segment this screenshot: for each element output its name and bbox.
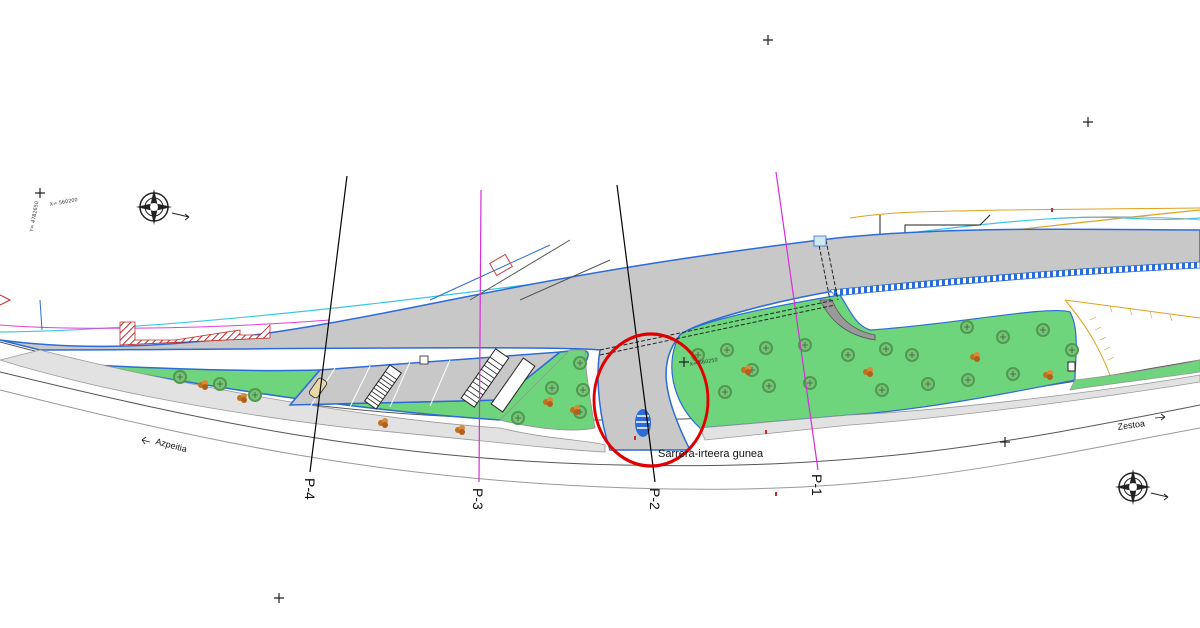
parked-car-icon (308, 377, 328, 399)
entrance-exit-highlight (592, 332, 710, 468)
grid-cross-icon (34, 187, 46, 199)
ramp-lines (1064, 299, 1200, 376)
svg-text:Zestoa: Zestoa (1117, 418, 1146, 432)
direction-left: Azpeitia (141, 436, 188, 454)
profile-label-p4: P-4 (302, 478, 318, 500)
parking-area (288, 348, 563, 413)
coord-x-left: X= 560200 (49, 197, 78, 208)
misc-lines (39, 239, 611, 331)
profile-label-p2: P-2 (647, 488, 663, 510)
north-arrow-icon (1115, 469, 1169, 505)
coord-y-left: Y= 4782650 (29, 201, 40, 234)
direction-right: Zestoa (1117, 413, 1166, 432)
grid-cross-icon (1082, 116, 1094, 128)
profile-label-p1: P-1 (809, 474, 825, 496)
grid-cross-icon (999, 436, 1011, 448)
coord-x-right: X= 560250 (689, 357, 718, 368)
profile-line-p1 (775, 171, 819, 471)
svg-text:Azpeitia: Azpeitia (154, 436, 188, 454)
profile-label-p3: P-3 (470, 488, 486, 510)
ramp-ticks (1089, 305, 1173, 361)
parked-truck-icon (460, 348, 510, 408)
entrance-exit-label: Sarrera-irteera gunea (658, 448, 764, 460)
hatched-wall (0, 294, 271, 346)
bus-shelter-icon (1067, 361, 1076, 372)
road-markers (634, 208, 1053, 496)
parking-sign-icon (419, 355, 429, 365)
parked-truck-icon (363, 364, 403, 410)
roundabout-island (819, 299, 876, 341)
curb-strip (829, 261, 1200, 297)
profile-line-p3 (478, 189, 482, 483)
sidewalk-right (699, 374, 1200, 441)
parked-truck-icon (490, 357, 536, 413)
grass-right-tail (1069, 359, 1200, 391)
profile-line-p4 (309, 175, 348, 473)
north-arrow-icon (136, 189, 190, 225)
profile-line-p2 (616, 184, 656, 483)
grid-cross-icon (762, 34, 774, 46)
grid-cross-icon (273, 592, 285, 604)
sidewalk-left (0, 349, 606, 453)
